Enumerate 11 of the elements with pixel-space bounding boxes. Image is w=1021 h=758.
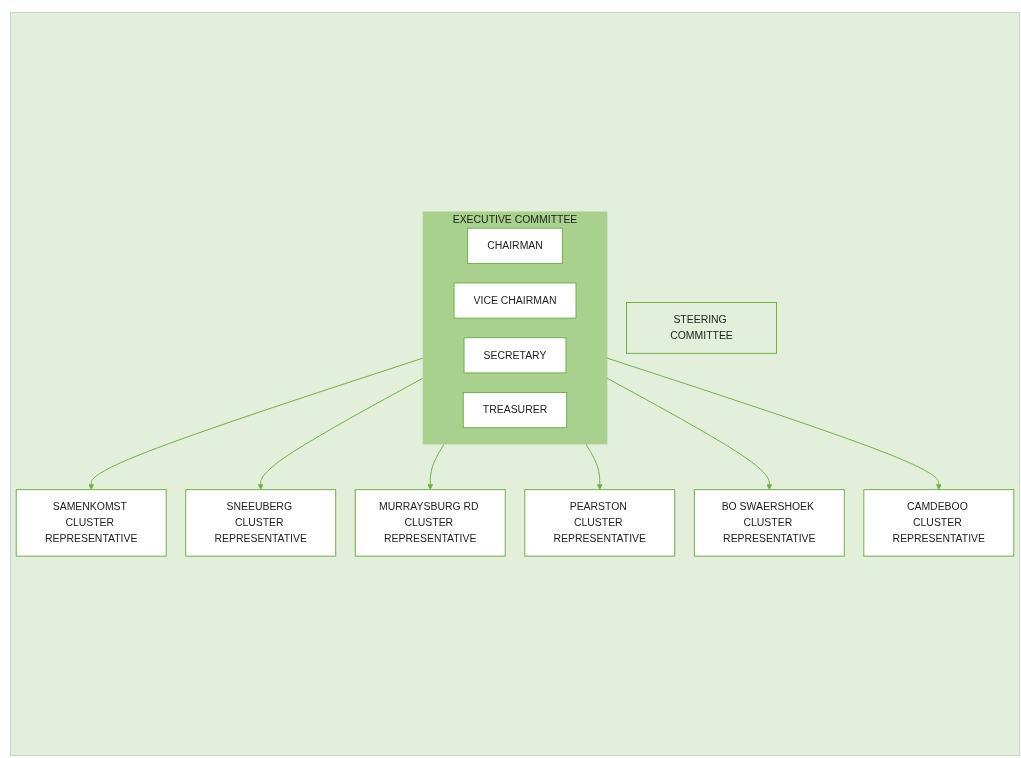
node-box: SAMENKOMST CLUSTER REPRESENTATIVE (15, 489, 167, 557)
node-box: MURRAYSBURG RD CLUSTER REPRESENTATIVE (354, 489, 506, 557)
node-box: VICE CHAIRMAN (453, 282, 577, 319)
node-box: BO SWAERSHOEK CLUSTER REPRESENTATIVE (693, 489, 845, 557)
node-box: SECRETARY (463, 337, 567, 374)
node-box: CHAIRMAN (467, 227, 563, 264)
node-box: STEERING COMMITTEE (626, 302, 777, 354)
node-box: PEARSTON CLUSTER REPRESENTATIVE (524, 489, 676, 557)
node-box: SNEEUBERG CLUSTER REPRESENTATIVE (185, 489, 337, 557)
node-box: CAMDEBOO CLUSTER REPRESENTATIVE (863, 489, 1015, 557)
node-box: TREASURER (462, 392, 568, 429)
